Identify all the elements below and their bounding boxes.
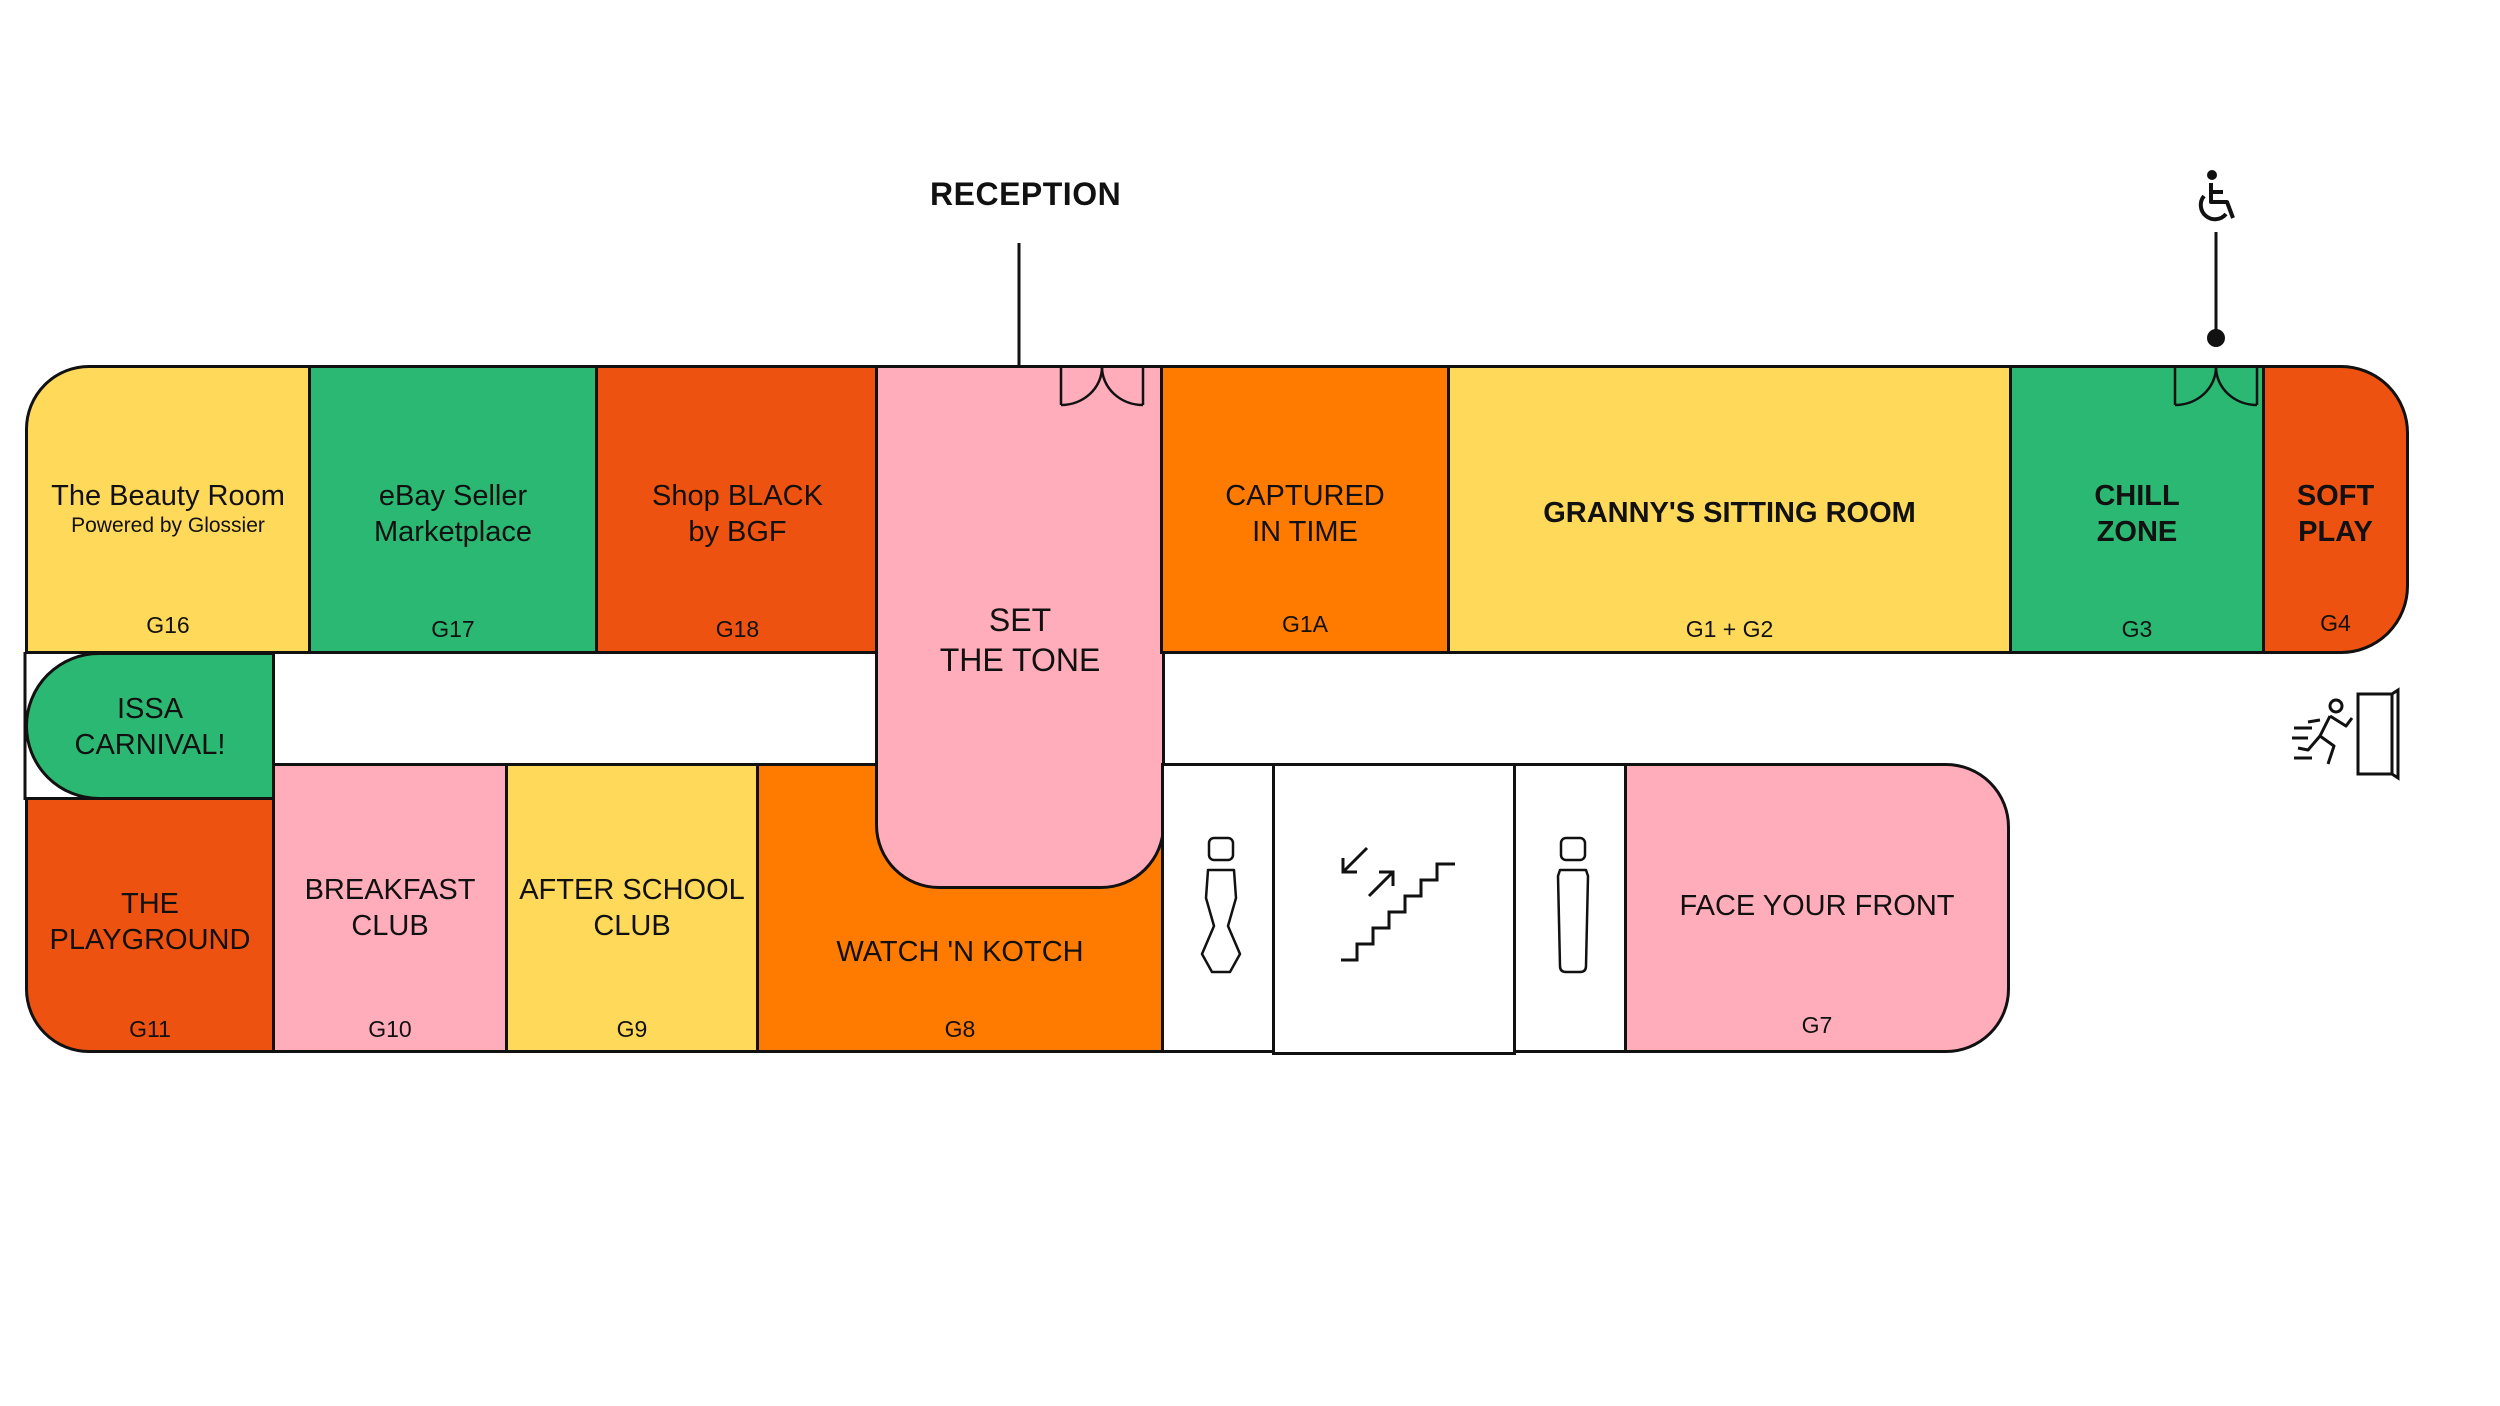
room-code: G16 xyxy=(146,612,190,638)
reception-label: RECEPTION xyxy=(930,176,1122,212)
room-code: G1 + G2 xyxy=(1685,616,1774,642)
room-sponsor: Powered by Glossier xyxy=(71,514,265,537)
room-name: GRANNY'S SITTING ROOM xyxy=(1543,497,1916,529)
room-name-line2: by BGF xyxy=(688,516,787,548)
room-soft-play[interactable]: SOFT PLAY G4 xyxy=(2262,365,2409,654)
room-name-line1: Shop BLACK xyxy=(652,480,823,512)
room-code: G10 xyxy=(368,1016,412,1042)
room-breakfast-club[interactable]: BREAKFAST CLUB G10 xyxy=(272,763,508,1053)
wheelchair-accessible-icon xyxy=(2198,170,2235,222)
room-ebay-seller-marketplace[interactable]: eBay Seller Marketplace G17 xyxy=(308,365,598,654)
room-after-school-club[interactable]: AFTER SCHOOL CLUB G9 xyxy=(505,763,759,1053)
toilet-female[interactable] xyxy=(1161,763,1275,1053)
room-set-the-tone-lower xyxy=(875,700,1165,889)
room-name-line2: CLUB xyxy=(593,910,671,942)
room-code: G8 xyxy=(944,1016,976,1042)
room-code: G7 xyxy=(1801,1012,1833,1038)
room-beauty-room[interactable]: The Beauty Room Powered by Glossier G16 xyxy=(25,365,311,654)
room-name: The Beauty Room xyxy=(51,480,285,512)
room-code: G11 xyxy=(129,1016,171,1042)
stairs-icon xyxy=(1341,846,1455,962)
room-captured-in-time[interactable]: CAPTURED IN TIME G1A xyxy=(1160,365,1450,654)
room-grannys-sitting-room[interactable]: GRANNY'S SITTING ROOM G1 + G2 xyxy=(1447,365,2012,654)
room-code: G17 xyxy=(431,616,475,642)
room-code: G3 xyxy=(2121,616,2153,642)
room-name-line2: IN TIME xyxy=(1252,516,1358,548)
stairs-area[interactable] xyxy=(1272,763,1516,1055)
room-name-line2: CARNIVAL! xyxy=(74,729,226,761)
room-name-line1: CAPTURED xyxy=(1225,480,1385,512)
room-issa-carnival[interactable]: ISSA CARNIVAL! xyxy=(25,652,275,800)
room-code: G18 xyxy=(715,616,760,642)
female-toilet-icon xyxy=(1200,836,1242,974)
room-code: G4 xyxy=(2320,610,2351,636)
double-door-icon xyxy=(2173,366,2259,407)
room-the-playground[interactable]: THE PLAYGROUND G11 xyxy=(25,797,275,1053)
room-shop-black[interactable]: Shop BLACK by BGF G18 xyxy=(595,365,880,654)
room-code: G1A xyxy=(1281,611,1329,637)
room-face-your-front[interactable]: FACE YOUR FRONT G7 xyxy=(1624,763,2010,1053)
room-code: G9 xyxy=(616,1016,648,1042)
room-name-line1: SOFT xyxy=(2296,480,2375,512)
double-door-icon xyxy=(1059,366,1145,407)
room-name-line2: PLAYGROUND xyxy=(49,924,251,956)
room-name-line1: THE xyxy=(121,888,179,920)
room-name: WATCH 'N KOTCH xyxy=(836,936,1084,968)
toilet-male[interactable] xyxy=(1513,763,1627,1053)
room-name-line1: BREAKFAST xyxy=(304,874,476,906)
room-name-line1: ISSA xyxy=(116,693,184,725)
room-name-line2: CLUB xyxy=(351,910,429,942)
emergency-exit-icon xyxy=(2292,687,2400,781)
room-name-line2: PLAY xyxy=(2298,516,2373,548)
room-name-line1: SET xyxy=(988,602,1052,638)
room-name-line1: CHILL xyxy=(2094,480,2180,512)
room-name: FACE YOUR FRONT xyxy=(1679,890,1955,922)
room-name-line2: Marketplace xyxy=(374,516,532,548)
room-name-line1: AFTER SCHOOL xyxy=(519,874,745,906)
room-name-line1: eBay Seller xyxy=(378,480,528,512)
male-toilet-icon xyxy=(1556,836,1590,974)
room-name-line2: ZONE xyxy=(2096,516,2178,548)
room-name-line2: THE TONE xyxy=(939,642,1101,678)
room-chill-zone[interactable]: CHILL ZONE G3 xyxy=(2009,365,2265,654)
